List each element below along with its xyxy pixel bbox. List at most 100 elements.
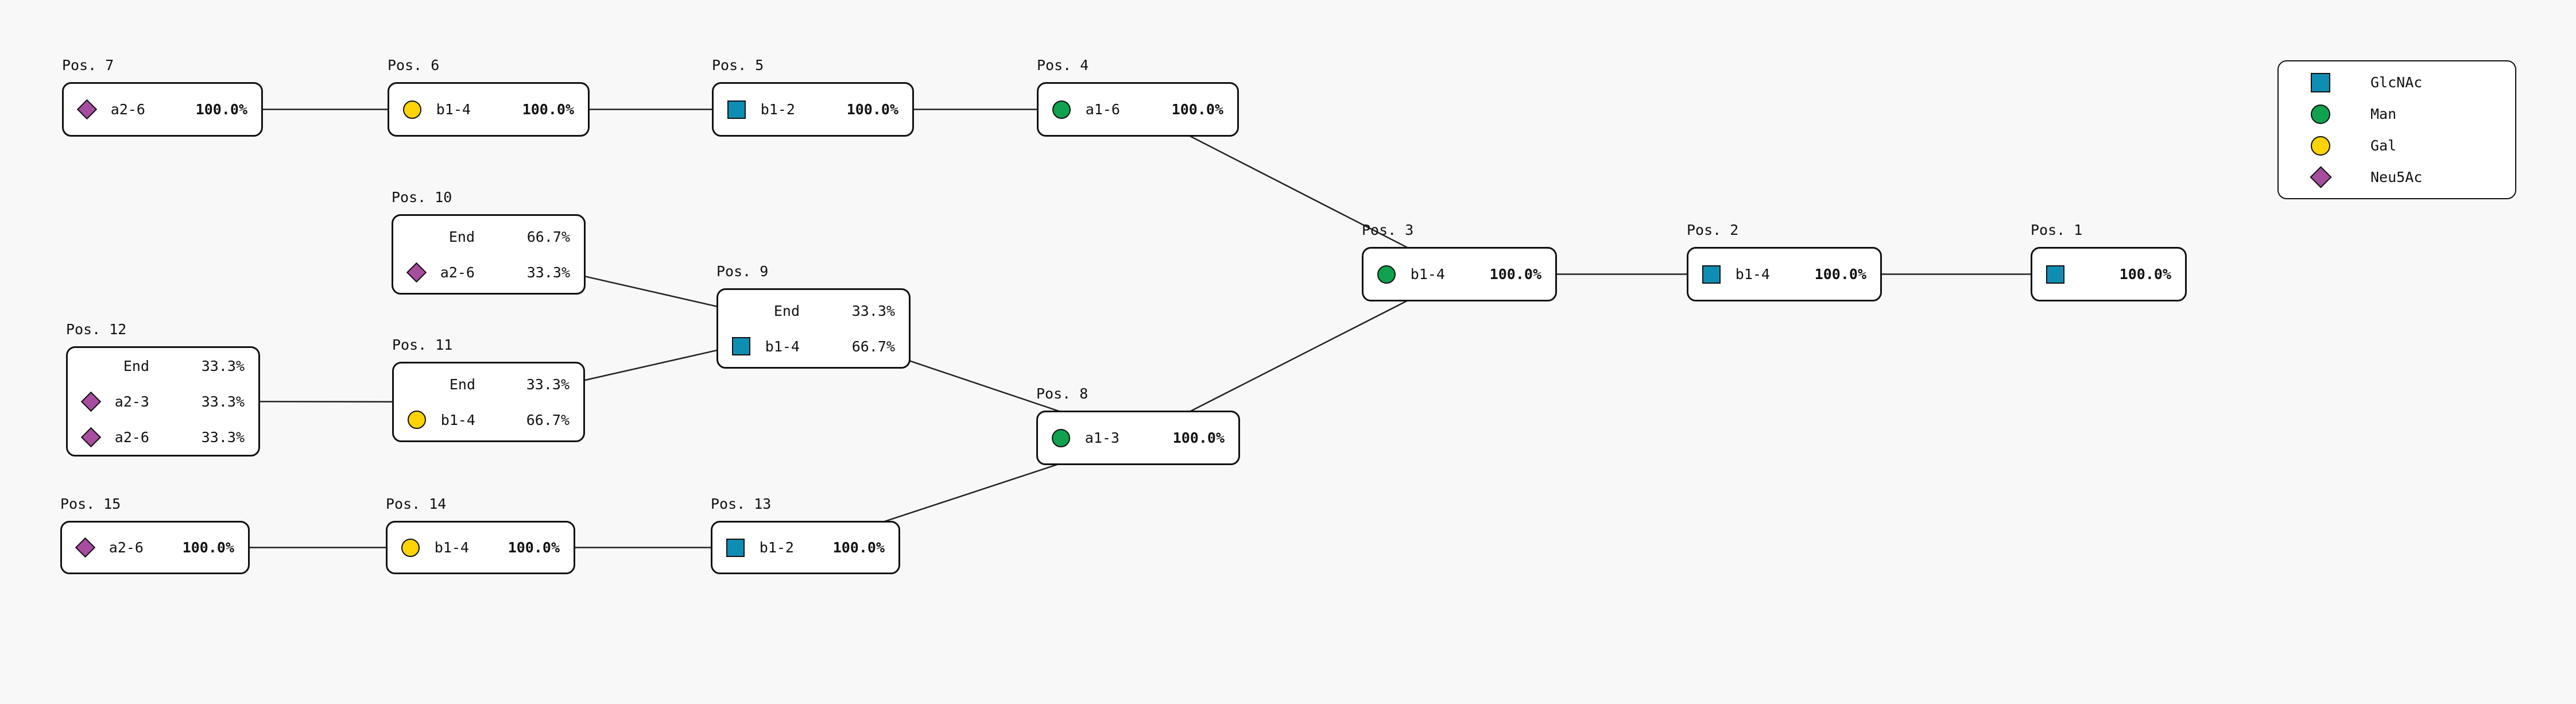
node-box: End 66.7% a2-6 33.3% bbox=[392, 214, 586, 295]
percentage-label: 100.0% bbox=[522, 101, 574, 118]
node-box: b1-4 100.0% bbox=[1362, 247, 1557, 301]
node-pos2: Pos. 2 b1-4 100.0% bbox=[1687, 222, 1882, 301]
man-circle-icon bbox=[1052, 100, 1071, 119]
no-icon bbox=[82, 357, 100, 375]
node-label: Pos. 13 bbox=[711, 496, 772, 512]
glcnac-square-icon bbox=[732, 337, 750, 355]
node-pos8: Pos. 8 a1-3 100.0% bbox=[1036, 385, 1240, 465]
legend-item: Man bbox=[2279, 98, 2515, 130]
node-pos6: Pos. 6 b1-4 100.0% bbox=[388, 57, 590, 137]
linkage-label: End bbox=[123, 357, 149, 374]
node-box: b1-2 100.0% bbox=[712, 82, 914, 137]
node-box: b1-4 100.0% bbox=[1687, 247, 1882, 301]
node-box: b1-2 100.0% bbox=[711, 521, 900, 574]
legend-glcnac-square-icon bbox=[2311, 72, 2330, 92]
legend-man-circle-icon bbox=[2311, 104, 2330, 124]
neu5ac-diamond-icon bbox=[76, 99, 97, 120]
node-pos12: Pos. 12 End 33.3% a2-3 33.3% a2-6 33.3% bbox=[66, 321, 260, 457]
legend-item: GlcNAc bbox=[2279, 67, 2515, 98]
node-row: b1-4 100.0% bbox=[1363, 257, 1555, 292]
linkage-label: a2-6 bbox=[114, 428, 149, 446]
glcnac-square-icon bbox=[1702, 265, 1721, 284]
node-row: 100.0% bbox=[2032, 257, 2185, 292]
percentage-label: 100.0% bbox=[2119, 266, 2171, 283]
glcnac-square-icon bbox=[726, 538, 745, 557]
node-label: Pos. 4 bbox=[1037, 57, 1089, 74]
percentage-label: 100.0% bbox=[182, 539, 234, 556]
no-icon bbox=[732, 301, 750, 320]
no-icon bbox=[407, 227, 425, 246]
node-pos1: Pos. 1 100.0% bbox=[2031, 222, 2187, 301]
node-row: a1-3 100.0% bbox=[1038, 420, 1238, 456]
legend-gal-circle-icon bbox=[2311, 136, 2330, 156]
node-pos5: Pos. 5 b1-2 100.0% bbox=[712, 57, 914, 137]
percentage-label: 66.7% bbox=[526, 228, 570, 245]
node-row: b1-4 66.7% bbox=[394, 402, 583, 438]
percentage-label: 66.7% bbox=[851, 338, 895, 355]
legend-item-label: Man bbox=[2370, 106, 2397, 122]
node-label: Pos. 11 bbox=[392, 336, 453, 353]
node-box: End 33.3% b1-4 66.7% bbox=[392, 362, 585, 442]
node-label: Pos. 1 bbox=[2031, 222, 2083, 238]
node-row: a2-6 33.3% bbox=[393, 254, 584, 290]
gal-circle-icon bbox=[401, 538, 420, 557]
node-row: a2-6 100.0% bbox=[64, 92, 261, 127]
neu5ac-diamond-icon bbox=[75, 537, 95, 558]
node-row: End 33.3% bbox=[718, 293, 909, 328]
linkage-label: b1-2 bbox=[759, 539, 794, 556]
percentage-label: 33.3% bbox=[201, 357, 245, 374]
linkage-label: End bbox=[773, 302, 800, 319]
linkage-label: End bbox=[449, 376, 475, 393]
linkage-label: a2-3 bbox=[114, 393, 149, 410]
node-pos4: Pos. 4 a1-6 100.0% bbox=[1037, 57, 1239, 137]
man-circle-icon bbox=[1377, 265, 1396, 284]
node-box: a1-3 100.0% bbox=[1036, 411, 1240, 465]
linkage-label: b1-4 bbox=[1410, 266, 1445, 283]
legend-neu5ac-diamond-icon bbox=[2309, 166, 2332, 188]
node-label: Pos. 15 bbox=[60, 496, 121, 512]
linkage-label: a2-6 bbox=[109, 539, 144, 556]
glcnac-square-icon bbox=[727, 100, 746, 119]
node-box: End 33.3% b1-4 66.7% bbox=[716, 288, 911, 369]
edge-pos4-pos3 bbox=[1137, 109, 1460, 275]
node-row: b1-4 100.0% bbox=[1688, 257, 1880, 292]
neu5ac-diamond-icon bbox=[406, 262, 427, 283]
node-row: End 33.3% bbox=[394, 366, 583, 402]
legend-item-label: GlcNAc bbox=[2370, 74, 2423, 91]
percentage-label: 100.0% bbox=[846, 101, 898, 118]
node-box: b1-4 100.0% bbox=[386, 521, 575, 574]
legend-item-label: Gal bbox=[2370, 137, 2397, 154]
percentage-label: 100.0% bbox=[1172, 430, 1225, 446]
node-row: a2-6 33.3% bbox=[68, 419, 258, 455]
node-label: Pos. 2 bbox=[1687, 222, 1739, 238]
node-row: End 33.3% bbox=[68, 348, 258, 384]
node-box: End 33.3% a2-3 33.3% a2-6 33.3% bbox=[66, 346, 260, 457]
linkage-label: b1-4 bbox=[436, 101, 471, 118]
linkage-label: a2-6 bbox=[440, 264, 475, 281]
node-label: Pos. 14 bbox=[386, 496, 447, 512]
node-pos14: Pos. 14 b1-4 100.0% bbox=[386, 496, 575, 574]
linkage-label: a1-6 bbox=[1085, 101, 1120, 118]
linkage-label: b1-4 bbox=[440, 411, 475, 428]
legend-items: GlcNAc Man Gal Neu5Ac bbox=[2279, 67, 2515, 193]
percentage-label: 100.0% bbox=[508, 539, 560, 556]
legend-item: Gal bbox=[2279, 130, 2515, 161]
node-row: End 66.7% bbox=[393, 219, 584, 254]
percentage-label: 33.3% bbox=[526, 264, 570, 281]
node-row: a2-6 100.0% bbox=[62, 530, 248, 566]
glcnac-square-icon bbox=[2046, 265, 2064, 284]
percentage-label: 100.0% bbox=[832, 539, 885, 556]
percentage-label: 100.0% bbox=[1489, 266, 1541, 283]
node-pos13: Pos. 13 b1-2 100.0% bbox=[711, 496, 900, 574]
node-box: a2-6 100.0% bbox=[62, 82, 263, 137]
node-row: b1-2 100.0% bbox=[714, 92, 912, 127]
node-pos3: Pos. 3 b1-4 100.0% bbox=[1362, 222, 1557, 301]
node-box: b1-4 100.0% bbox=[388, 82, 590, 137]
linkage-label: b1-4 bbox=[1735, 266, 1770, 283]
node-pos15: Pos. 15 a2-6 100.0% bbox=[60, 496, 250, 574]
percentage-label: 100.0% bbox=[1171, 101, 1223, 118]
legend-box: GlcNAc Man Gal Neu5Ac bbox=[2277, 60, 2516, 199]
percentage-label: 100.0% bbox=[1814, 266, 1866, 283]
node-label: Pos. 8 bbox=[1036, 385, 1088, 402]
